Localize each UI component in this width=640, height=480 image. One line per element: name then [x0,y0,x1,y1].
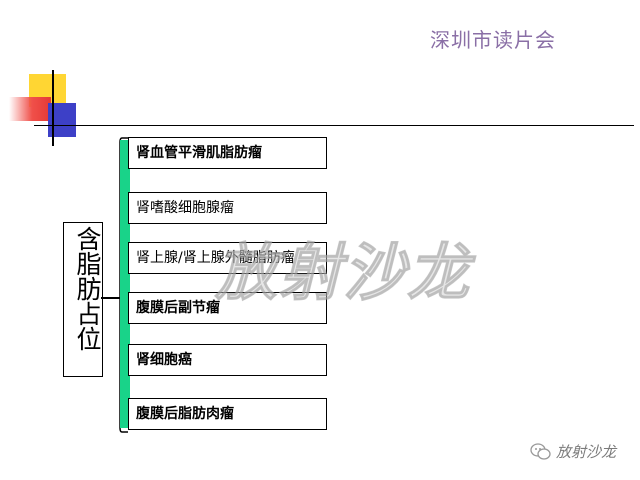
list-item: 肾细胞癌 [128,344,327,376]
watermark: 放射沙龙 [214,236,472,310]
list-item: 肾血管平滑肌脂肪瘤 [128,137,327,169]
list-item: 腹膜后脂肪肉瘤 [128,398,327,430]
list-item: 肾嗜酸细胞腺瘤 [128,192,327,224]
category-label: 含脂肪占位 [73,226,102,351]
green-bracket-bar [120,140,130,428]
connector-line [101,297,122,299]
decor-vertical-line [52,70,54,146]
list-item: 肾上腺/肾上腺外髓脂肪瘤 [128,242,327,274]
footer-brand: 放射沙龙 [556,443,617,461]
list-item: 腹膜后副节瘤 [128,292,327,324]
wechat-icon [530,443,551,460]
page-title: 深圳市读片会 [430,28,556,52]
decor-square-red [9,97,51,121]
category-box: 含脂肪占位 [63,222,103,377]
header-divider [34,125,634,126]
